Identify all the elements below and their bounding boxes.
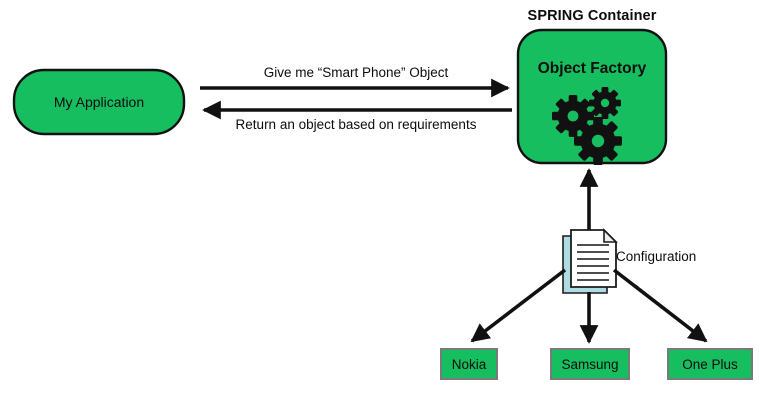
product-box-oneplus (667, 348, 753, 380)
configuration-document-icon (562, 228, 618, 294)
my-application-box (12, 68, 186, 136)
arrow-config-to-oneplus (612, 268, 708, 343)
gears-icon (552, 87, 622, 165)
object-factory-box (516, 28, 668, 165)
product-box-samsung (550, 348, 630, 380)
product-box-nokia (440, 348, 498, 380)
arrow-config-to-nokia (470, 268, 567, 343)
